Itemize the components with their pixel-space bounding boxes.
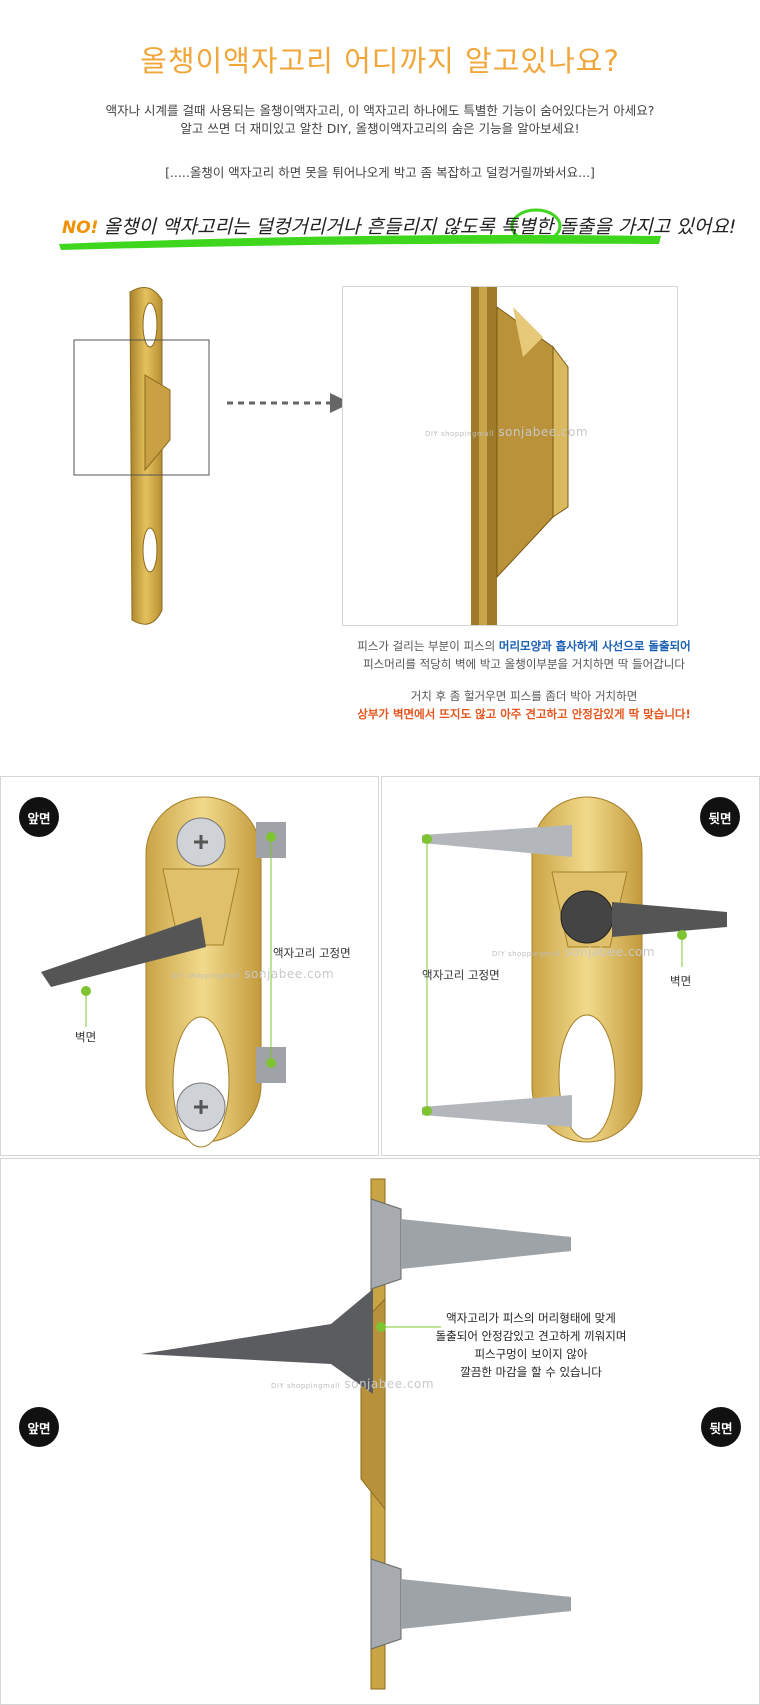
desc-text: 거치 후 좀 헐거우면 피스를 좀더 박아 거치하면 xyxy=(410,689,638,703)
picture-hook-illustration xyxy=(73,287,210,625)
desc-text: 피스머리를 적당히 벽에 박고 올챙이부분을 거치하면 딱 들어갑니다 xyxy=(363,657,685,671)
dotted-arrow xyxy=(227,393,351,413)
front-fix-label: 액자고리 고정면 xyxy=(273,946,351,960)
back-view-illustration xyxy=(422,796,727,1143)
page-title: 올챙이액자고리 어디까지 알고있나요? xyxy=(140,44,620,78)
side-back-badge: 뒷면 xyxy=(701,1407,741,1447)
hook-overview-figure xyxy=(70,280,240,640)
note-line: 돌출되어 안정감있고 견고하게 끼워지며 xyxy=(435,1329,627,1343)
back-badge: 뒷면 xyxy=(700,797,740,837)
zoom-detail-panel: DIY shoppingmall sonjabee.com xyxy=(342,286,678,626)
zoomed-hook-illustration xyxy=(471,287,569,625)
watermark: DIY shoppingmall sonjabee.com xyxy=(171,967,335,981)
side-view-panel: 앞면 뒷면 액자고리가 피스의 머리형태에 맞게 돌출되어 안정감있고 견고하게… xyxy=(0,1158,760,1705)
note-line: 액자고리가 피스의 머리형태에 맞게 xyxy=(446,1311,616,1325)
note-line: 깔끔한 마감을 할 수 있습니다 xyxy=(460,1365,602,1379)
green-underline-stroke xyxy=(59,235,661,250)
side-view-note: 액자고리가 피스의 머리형태에 맞게 돌출되어 안정감있고 견고하게 끼워지며 … xyxy=(421,1309,641,1381)
highlight-banner: NO! 올챙이 액자고리는 덜컹거리거나 흔들리지 않도록 특별한 돌출을 가지… xyxy=(0,208,760,252)
back-fix-label: 액자고리 고정면 xyxy=(422,968,500,982)
front-view-illustration xyxy=(41,796,286,1148)
intro-line-2: 알고 쓰면 더 재미있고 알찬 DIY, 올챙이액자고리의 숨은 기능을 알아보… xyxy=(180,121,580,136)
side-view-illustration xyxy=(141,1178,571,1690)
no-word: NO! xyxy=(62,218,99,238)
no-line: 올챙이 액자고리는 덜컹거리거나 흔들리지 않도록 특별한 돌출을 가지고 있어… xyxy=(103,216,737,238)
watermark: DIY shoppingmall sonjabee.com xyxy=(271,1377,435,1391)
back-wall-label: 벽면 xyxy=(670,974,692,988)
intro-line-1: 액자나 시계를 걸때 사용되는 올챙이액자고리, 이 액자고리 하나에도 특별한… xyxy=(105,103,655,118)
desc-highlight-blue: 머리모양과 흡사하게 사선으로 돌출되어 xyxy=(498,639,691,653)
bracket-note: [.....올챙이 액자고리 하면 못을 튀어나오게 박고 좀 복잡하고 덜컹거… xyxy=(165,165,595,180)
desc-highlight-orange: 상부가 벽면에서 뜨지도 않고 아주 견고하고 안정감있게 딱 맞습니다! xyxy=(357,707,691,721)
front-badge: 앞면 xyxy=(19,797,59,837)
front-wall-label: 벽면 xyxy=(75,1030,97,1044)
desc-text: 피스가 걸리는 부분이 피스의 xyxy=(357,639,499,653)
section1-description: 피스가 걸리는 부분이 피스의 머리모양과 흡사하게 사선으로 돌출되어 피스머… xyxy=(314,637,734,723)
front-view-panel: 앞면 액자고리 고정면 벽면 DIY shoppingmall sonjabee… xyxy=(0,776,379,1156)
green-circle-mark xyxy=(510,208,562,244)
note-line: 피스구멍이 보이지 않아 xyxy=(474,1347,588,1361)
watermark: DIY shoppingmall sonjabee.com xyxy=(425,425,589,439)
back-view-panel: 뒷면 액자고리 고정면 벽면 DIY shoppingmall sonjabee… xyxy=(381,776,760,1156)
watermark: DIY shoppingmall sonjabee.com xyxy=(492,945,656,959)
side-front-badge: 앞면 xyxy=(19,1407,59,1447)
